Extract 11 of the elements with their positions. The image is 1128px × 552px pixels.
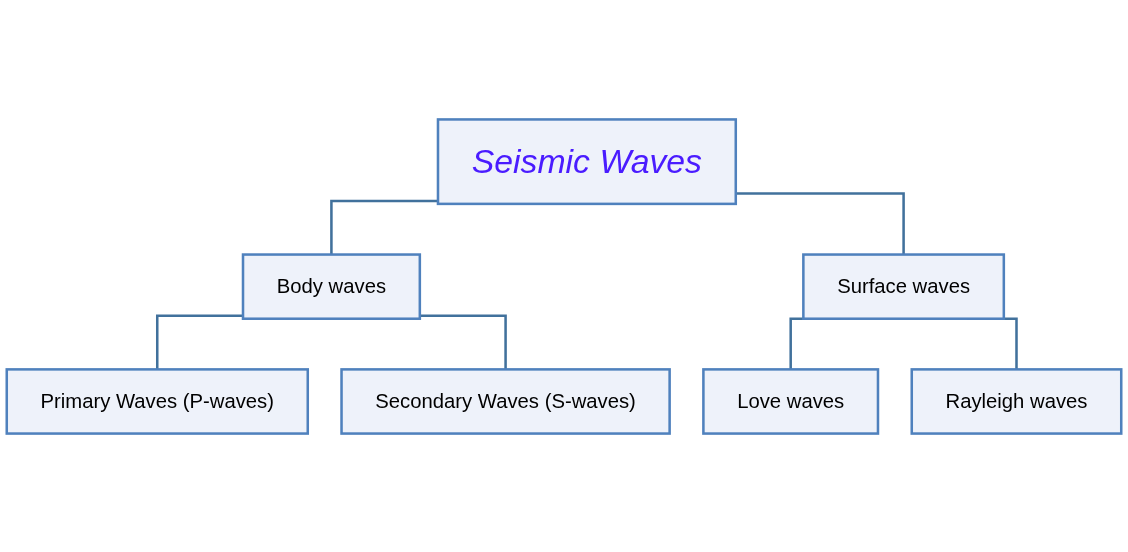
connector	[419, 314, 507, 369]
node-box: Secondary Waves (S-waves)	[340, 367, 671, 435]
node-box: Body waves	[241, 252, 422, 320]
connector	[156, 314, 243, 369]
node-box: Seismic Waves	[436, 117, 738, 205]
connector	[330, 199, 438, 255]
node-box: Rayleigh waves	[910, 367, 1123, 435]
node-box: Primary Waves (P-waves)	[5, 367, 310, 435]
connector	[735, 191, 905, 255]
node-box: Surface waves	[802, 252, 1006, 320]
node-box: Love waves	[702, 367, 880, 435]
